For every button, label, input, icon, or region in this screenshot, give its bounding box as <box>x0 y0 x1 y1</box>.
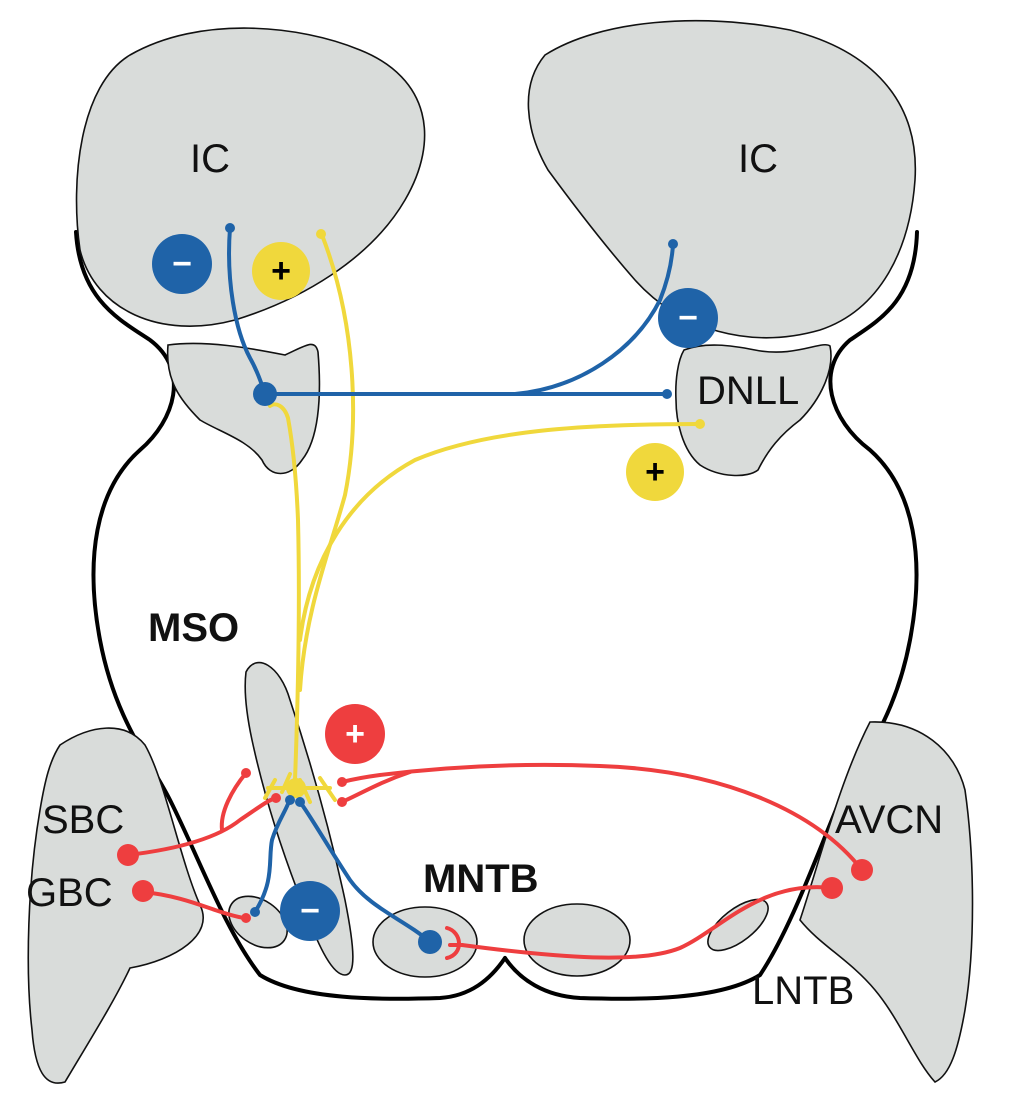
sbc-to-mso-fiber <box>126 796 278 857</box>
mso-excitatory-badge <box>325 704 385 764</box>
avcn-to-mso-fiber <box>340 762 864 872</box>
sbc-gbc-nucleus-region <box>27 727 204 1084</box>
ic-right-region <box>527 19 917 339</box>
dnll-right-excitatory-sign: + <box>645 453 665 491</box>
dnll-right-blue-terminal <box>662 389 672 399</box>
lntb-to-mso-fiber <box>253 796 292 914</box>
region-labels: IC IC DNLL MSO SBC GBC MNTB AVCN LNTB <box>26 137 943 1013</box>
mso-inhibitory-sign: − <box>300 892 320 930</box>
mntb-neuron-soma <box>418 930 442 954</box>
ic-left-inhibitory-badge <box>152 234 212 294</box>
mso-label: MSO <box>148 606 239 650</box>
ic-left-label: IC <box>190 137 230 181</box>
dnll-right-excitatory-badge <box>626 443 684 501</box>
sbc-red-terminal-2 <box>271 793 281 803</box>
avcn-neuron-soma <box>851 859 873 881</box>
ic-left-excitatory-sign: + <box>271 252 291 290</box>
mso-to-dnll-left-fiber <box>268 402 301 782</box>
mso-blue-terminal-1 <box>285 795 295 805</box>
dnll-right-region <box>675 344 832 477</box>
ic-left-inhibitory-fiber <box>227 226 267 396</box>
dnll-to-ic-right-fiber <box>513 242 675 396</box>
sbc-neuron-soma <box>117 844 139 866</box>
mntb-right-region <box>523 903 631 977</box>
avcn-gbc-neuron-soma <box>821 877 843 899</box>
avcn-to-mso-fiber-branch <box>340 770 412 804</box>
lntb-blue-terminal <box>250 907 260 917</box>
ic-left-blue-terminal <box>225 223 235 233</box>
brainstem-outline-right <box>503 230 919 1001</box>
lntb-label: LNTB <box>752 969 854 1013</box>
sbc-label: SBC <box>42 798 124 842</box>
sbc-red-terminal-1 <box>241 768 251 778</box>
ic-right-inhibitory-sign: − <box>678 299 698 337</box>
ic-left-inhibitory-sign: − <box>172 245 192 283</box>
mso-neuron-soma <box>286 778 306 798</box>
gbc-to-lntb-fiber <box>141 890 248 920</box>
ic-right-blue-terminal <box>668 239 678 249</box>
mntb-to-mso-fiber <box>298 800 432 944</box>
ic-right-label: IC <box>738 137 778 181</box>
mso-inhibitory-badge <box>280 881 340 941</box>
excitatory-brainstem-fibers <box>117 762 873 960</box>
sign-badges: − + − + + − <box>152 234 718 941</box>
inhibitory-fibers <box>225 223 678 954</box>
sbc-to-mso-fiber-branch <box>219 771 248 832</box>
mso-red-terminal-2 <box>337 797 347 807</box>
mso-to-dnll-right-fiber <box>298 422 702 642</box>
gbc-neuron-soma <box>132 880 154 902</box>
brainstem-outline-left <box>74 230 507 1001</box>
dnll-label: DNLL <box>697 369 799 413</box>
mso-blue-terminal-2 <box>295 797 305 807</box>
avcn-to-mntb-fiber <box>460 885 834 960</box>
dnll-right-yellow-terminal <box>695 419 705 429</box>
mso-excitatory-sign: + <box>345 715 365 753</box>
avcn-label: AVCN <box>835 798 943 842</box>
lntb-right-region <box>707 898 769 952</box>
dnll-left-region <box>166 342 321 475</box>
ic-left-excitatory-badge <box>252 242 310 300</box>
mntb-label: MNTB <box>423 857 539 901</box>
mso-red-terminal-1 <box>337 777 347 787</box>
ic-left-region <box>75 27 426 327</box>
gbc-label: GBC <box>26 871 113 915</box>
avcn-region <box>799 721 974 1083</box>
excitatory-ascending-fibers <box>263 229 705 804</box>
dnll-left-neuron-soma <box>253 382 277 406</box>
calyx-of-held <box>445 926 464 960</box>
lntb-left-region <box>228 895 288 949</box>
ic-right-inhibitory-badge <box>658 288 718 348</box>
mso-to-ic-left-fiber <box>298 233 356 692</box>
gbc-red-terminal <box>241 913 251 923</box>
ic-left-yellow-terminal <box>316 229 326 239</box>
